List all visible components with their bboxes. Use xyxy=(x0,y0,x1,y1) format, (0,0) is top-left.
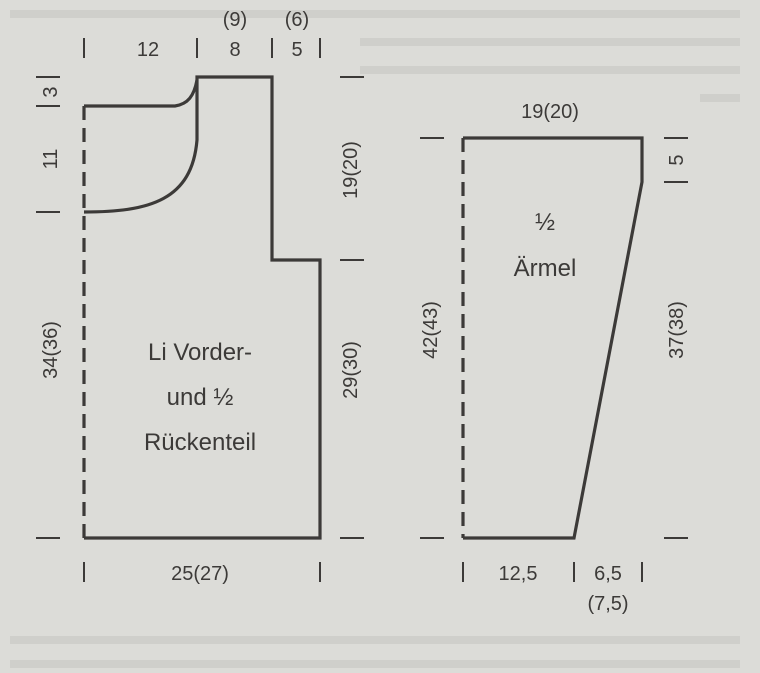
front-right-ticks xyxy=(340,76,364,539)
sleeve-top-right-height: 5 xyxy=(666,154,688,165)
front-neck-top-edge xyxy=(84,79,199,108)
sleeve-bottom-taper-width-alt: (7,5) xyxy=(587,593,628,615)
sleeve-bottom-ticks xyxy=(462,562,643,582)
front-underarm-width-alt: (6) xyxy=(285,9,309,31)
sleeve-left-ticks xyxy=(420,137,444,539)
sleeve-right-ticks xyxy=(664,137,688,539)
sleeve-label-line-1: ½ xyxy=(535,209,555,236)
front-piece-outline xyxy=(83,75,322,540)
front-neck-width: 12 xyxy=(137,39,159,61)
front-left-ticks xyxy=(36,76,60,539)
sleeve-top-width: 19(20) xyxy=(521,101,579,123)
front-label-line-2: und ½ xyxy=(167,384,234,411)
sleeve-label-line-2: Ärmel xyxy=(514,255,577,282)
front-bottom-ticks xyxy=(83,562,321,582)
front-body-height: 34(36) xyxy=(40,321,62,379)
show-through-texture xyxy=(10,10,740,668)
front-label-line-3: Rückenteil xyxy=(144,429,256,456)
front-shoulder-width: 8 xyxy=(229,39,240,61)
front-label-line-1: Li Vorder- xyxy=(148,339,252,366)
sleeve-bottom-taper-width: 6,5 xyxy=(594,563,622,585)
front-bottom-width: 25(27) xyxy=(171,563,229,585)
front-top-ticks xyxy=(83,38,321,58)
front-shoulder-width-alt: (9) xyxy=(223,9,247,31)
front-side-height: 29(30) xyxy=(340,341,362,399)
sleeve-left-height: 42(43) xyxy=(420,301,442,359)
front-neck-top-height: 3 xyxy=(40,86,62,97)
sleeve-slope-height: 37(38) xyxy=(666,301,688,359)
front-piece: Li Vorder- und ½ Rückenteil 12 (9) 8 (6)… xyxy=(36,9,364,585)
front-neck-depth-height: 11 xyxy=(40,149,62,170)
sleeve-outline xyxy=(463,136,644,540)
sleeve-bottom-straight-width: 12,5 xyxy=(499,563,538,585)
sleeve-piece: ½ Ärmel 19(20) 42(43) 5 37(38) 12,5 6,5 … xyxy=(420,101,688,615)
front-underarm-width: 5 xyxy=(291,39,302,61)
front-armhole-height: 19(20) xyxy=(340,141,362,199)
